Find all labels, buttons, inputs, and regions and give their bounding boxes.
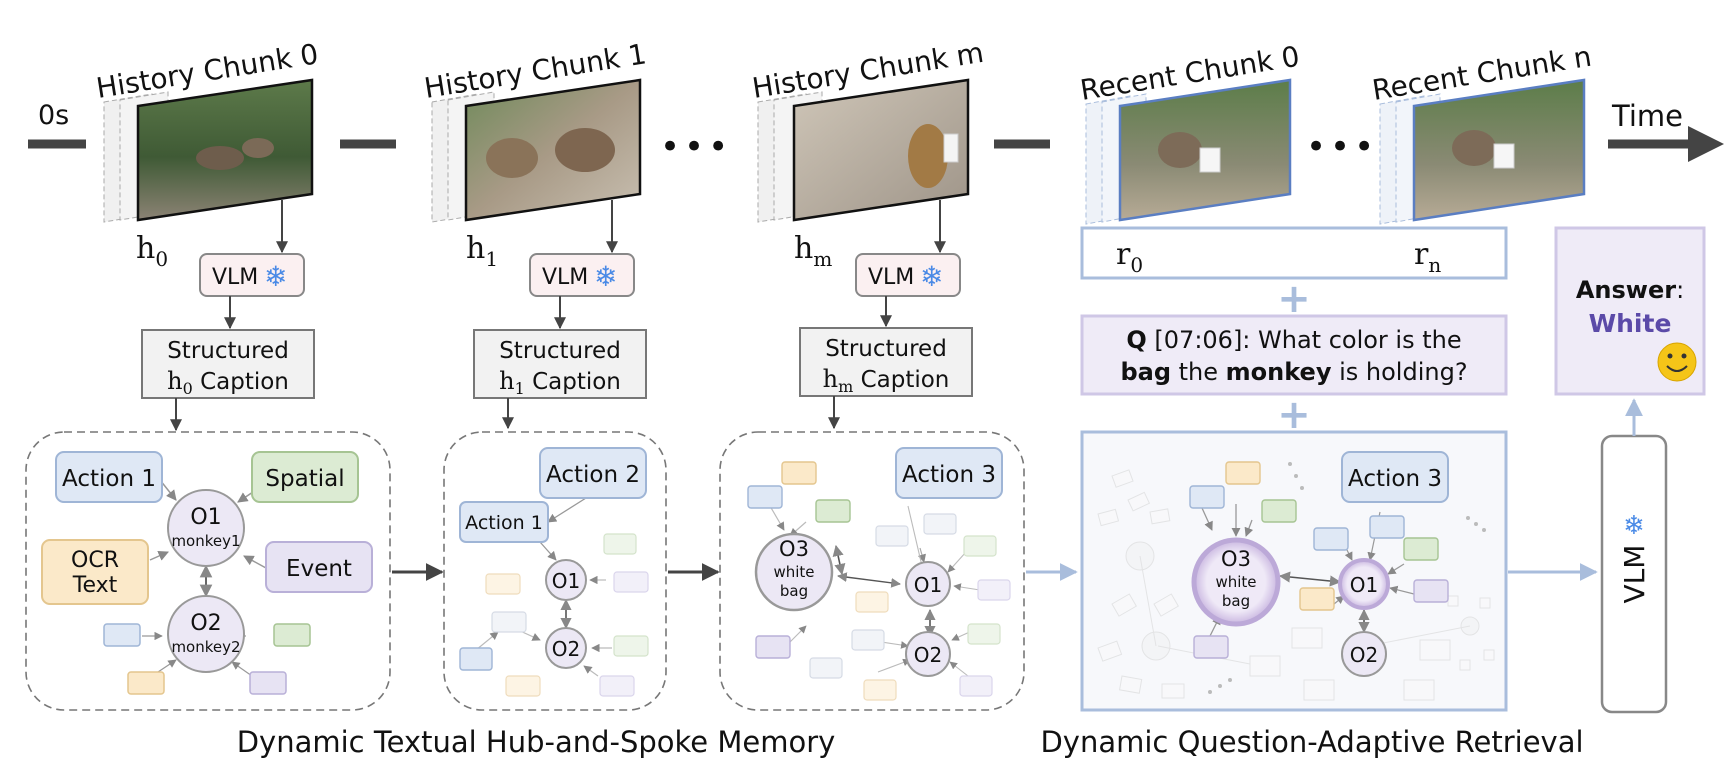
svg-text:O2: O2 <box>1350 643 1378 667</box>
retrieval-graph: Action 3 O3 white bag O1 O2 <box>1080 430 1508 712</box>
question-line1: Q [07:06]: What color is the <box>1126 326 1461 354</box>
structured-caption-hm: Structured hm Caption <box>799 327 973 397</box>
structured-caption-h0: Structured h0 Caption <box>141 329 315 399</box>
action-node <box>55 451 163 503</box>
recent-chunks-box: r0 rn <box>1080 226 1508 280</box>
svg-text:h1 Caption: h1 Caption <box>499 367 621 398</box>
timeline-ellipsis: ••• <box>660 127 732 167</box>
snowflake-icon: ❄ <box>264 260 287 293</box>
vlm-box-0: VLM ❄ <box>199 253 305 297</box>
memory-graph-1: Action 2 Action 1 O1 O2 <box>443 431 667 711</box>
svg-text:Text: Text <box>72 573 118 598</box>
svg-text:Structured: Structured <box>825 336 947 362</box>
chunk-var-rn: rn <box>1414 237 1441 277</box>
svg-text:O1: O1 <box>190 505 221 530</box>
svg-text:Action 3: Action 3 <box>902 462 996 488</box>
object-hub-o3 <box>754 532 834 612</box>
object-hub-o2 <box>545 627 587 669</box>
history-chunk-m: History Chunk m <box>750 36 986 223</box>
svg-text:white: white <box>1215 573 1256 591</box>
svg-text:monkey2: monkey2 <box>171 638 240 656</box>
svg-text:Structured: Structured <box>167 338 289 364</box>
memory-graph-0: Action 1 Spatial OCR Text Event O1 monke… <box>25 431 391 711</box>
svg-text:OCR: OCR <box>71 548 119 573</box>
svg-text:O2: O2 <box>914 643 942 667</box>
svg-text:h0 Caption: h0 Caption <box>167 367 289 398</box>
object-hub-o2 <box>167 595 245 673</box>
svg-text:white: white <box>773 563 814 581</box>
svg-text:Action 1: Action 1 <box>62 466 156 492</box>
object-hub-o1 <box>905 561 951 607</box>
object-hub-o1 <box>545 559 587 601</box>
chunk-var-hm: hm <box>794 231 832 271</box>
svg-text:Action 3: Action 3 <box>1348 466 1442 492</box>
vlm-label: VLM <box>868 265 914 290</box>
retrieved-hub-o3 <box>1191 537 1281 627</box>
action-node <box>1341 451 1449 503</box>
history-chunk-1: History Chunk 1 <box>422 37 649 223</box>
final-vlm-box: ❄ VLM <box>1600 434 1668 714</box>
svg-text:bag: bag <box>1222 592 1250 610</box>
spatial-node <box>251 451 359 503</box>
retrieved-hub-o2 <box>1341 631 1387 677</box>
snowflake-icon: ❄ <box>920 260 943 293</box>
svg-text:Event: Event <box>286 556 352 582</box>
answer-box: Answer: White <box>1554 226 1706 396</box>
svg-text:Spatial: Spatial <box>265 466 344 492</box>
svg-text:hm Caption: hm Caption <box>823 365 950 396</box>
history-chunk-0: History Chunk 0 <box>94 37 321 223</box>
question-line2: bag the monkey is holding? <box>1120 358 1467 386</box>
svg-text:Action 1: Action 1 <box>465 512 543 534</box>
timeline-start-label: 0s <box>38 100 69 131</box>
snowflake-icon: ❄ <box>1623 511 1645 541</box>
svg-text:O1: O1 <box>552 569 580 593</box>
chunk-var-h0: h0 <box>136 231 168 271</box>
svg-text:O1: O1 <box>1350 573 1378 597</box>
video-frame-image <box>464 78 642 222</box>
chunk-var-r0: r0 <box>1116 237 1143 277</box>
recent-chunk-0: Recent Chunk 0 <box>1078 40 1302 225</box>
vlm-label: VLM <box>1618 545 1651 604</box>
object-hub-o1 <box>167 489 245 567</box>
svg-text:O1: O1 <box>914 573 942 597</box>
section-label-memory: Dynamic Textual Hub-and-Spoke Memory <box>237 725 836 759</box>
retrieved-hub-o1 <box>1338 558 1390 610</box>
vlm-label: VLM <box>212 265 258 290</box>
ocr-text-node <box>41 539 149 605</box>
answer-value: White <box>1589 309 1672 338</box>
action-node <box>895 447 1003 499</box>
svg-text:O3: O3 <box>779 537 809 561</box>
smiley-icon <box>1657 342 1697 382</box>
vlm-box-1: VLM ❄ <box>529 253 635 297</box>
plus-icon: + <box>1277 392 1311 438</box>
recent-chunk-n: Recent Chunk n <box>1370 40 1594 225</box>
question-box: Q [07:06]: What color is the bag the mon… <box>1080 314 1508 396</box>
action-node <box>539 447 647 499</box>
svg-text:monkey1: monkey1 <box>171 532 240 550</box>
svg-text:Structured: Structured <box>499 338 621 364</box>
answer-label: Answer: <box>1576 276 1684 304</box>
svg-text:bag: bag <box>780 582 808 600</box>
vlm-box-m: VLM ❄ <box>855 253 961 297</box>
chunk-var-h1: h1 <box>466 231 498 271</box>
memory-graph-2: Action 3 O3 white bag O1 O2 <box>719 431 1025 711</box>
section-label-retrieval: Dynamic Question-Adaptive Retrieval <box>1040 725 1583 759</box>
svg-text:O2: O2 <box>552 637 580 661</box>
timeline-ellipsis: ••• <box>1306 127 1378 167</box>
svg-text:Action 2: Action 2 <box>546 462 640 488</box>
event-node <box>265 541 373 593</box>
timeline-arrowhead-icon <box>1688 126 1724 162</box>
action-node <box>459 501 549 543</box>
plus-icon: + <box>1277 276 1311 322</box>
snowflake-icon: ❄ <box>594 260 617 293</box>
vlm-label: VLM <box>542 265 588 290</box>
svg-text:O2: O2 <box>190 611 221 636</box>
object-hub-o2 <box>905 631 951 677</box>
timeline-end-label: Time <box>1611 99 1683 133</box>
structured-caption-h1: Structured h1 Caption <box>473 329 647 399</box>
svg-text:O3: O3 <box>1221 547 1251 571</box>
